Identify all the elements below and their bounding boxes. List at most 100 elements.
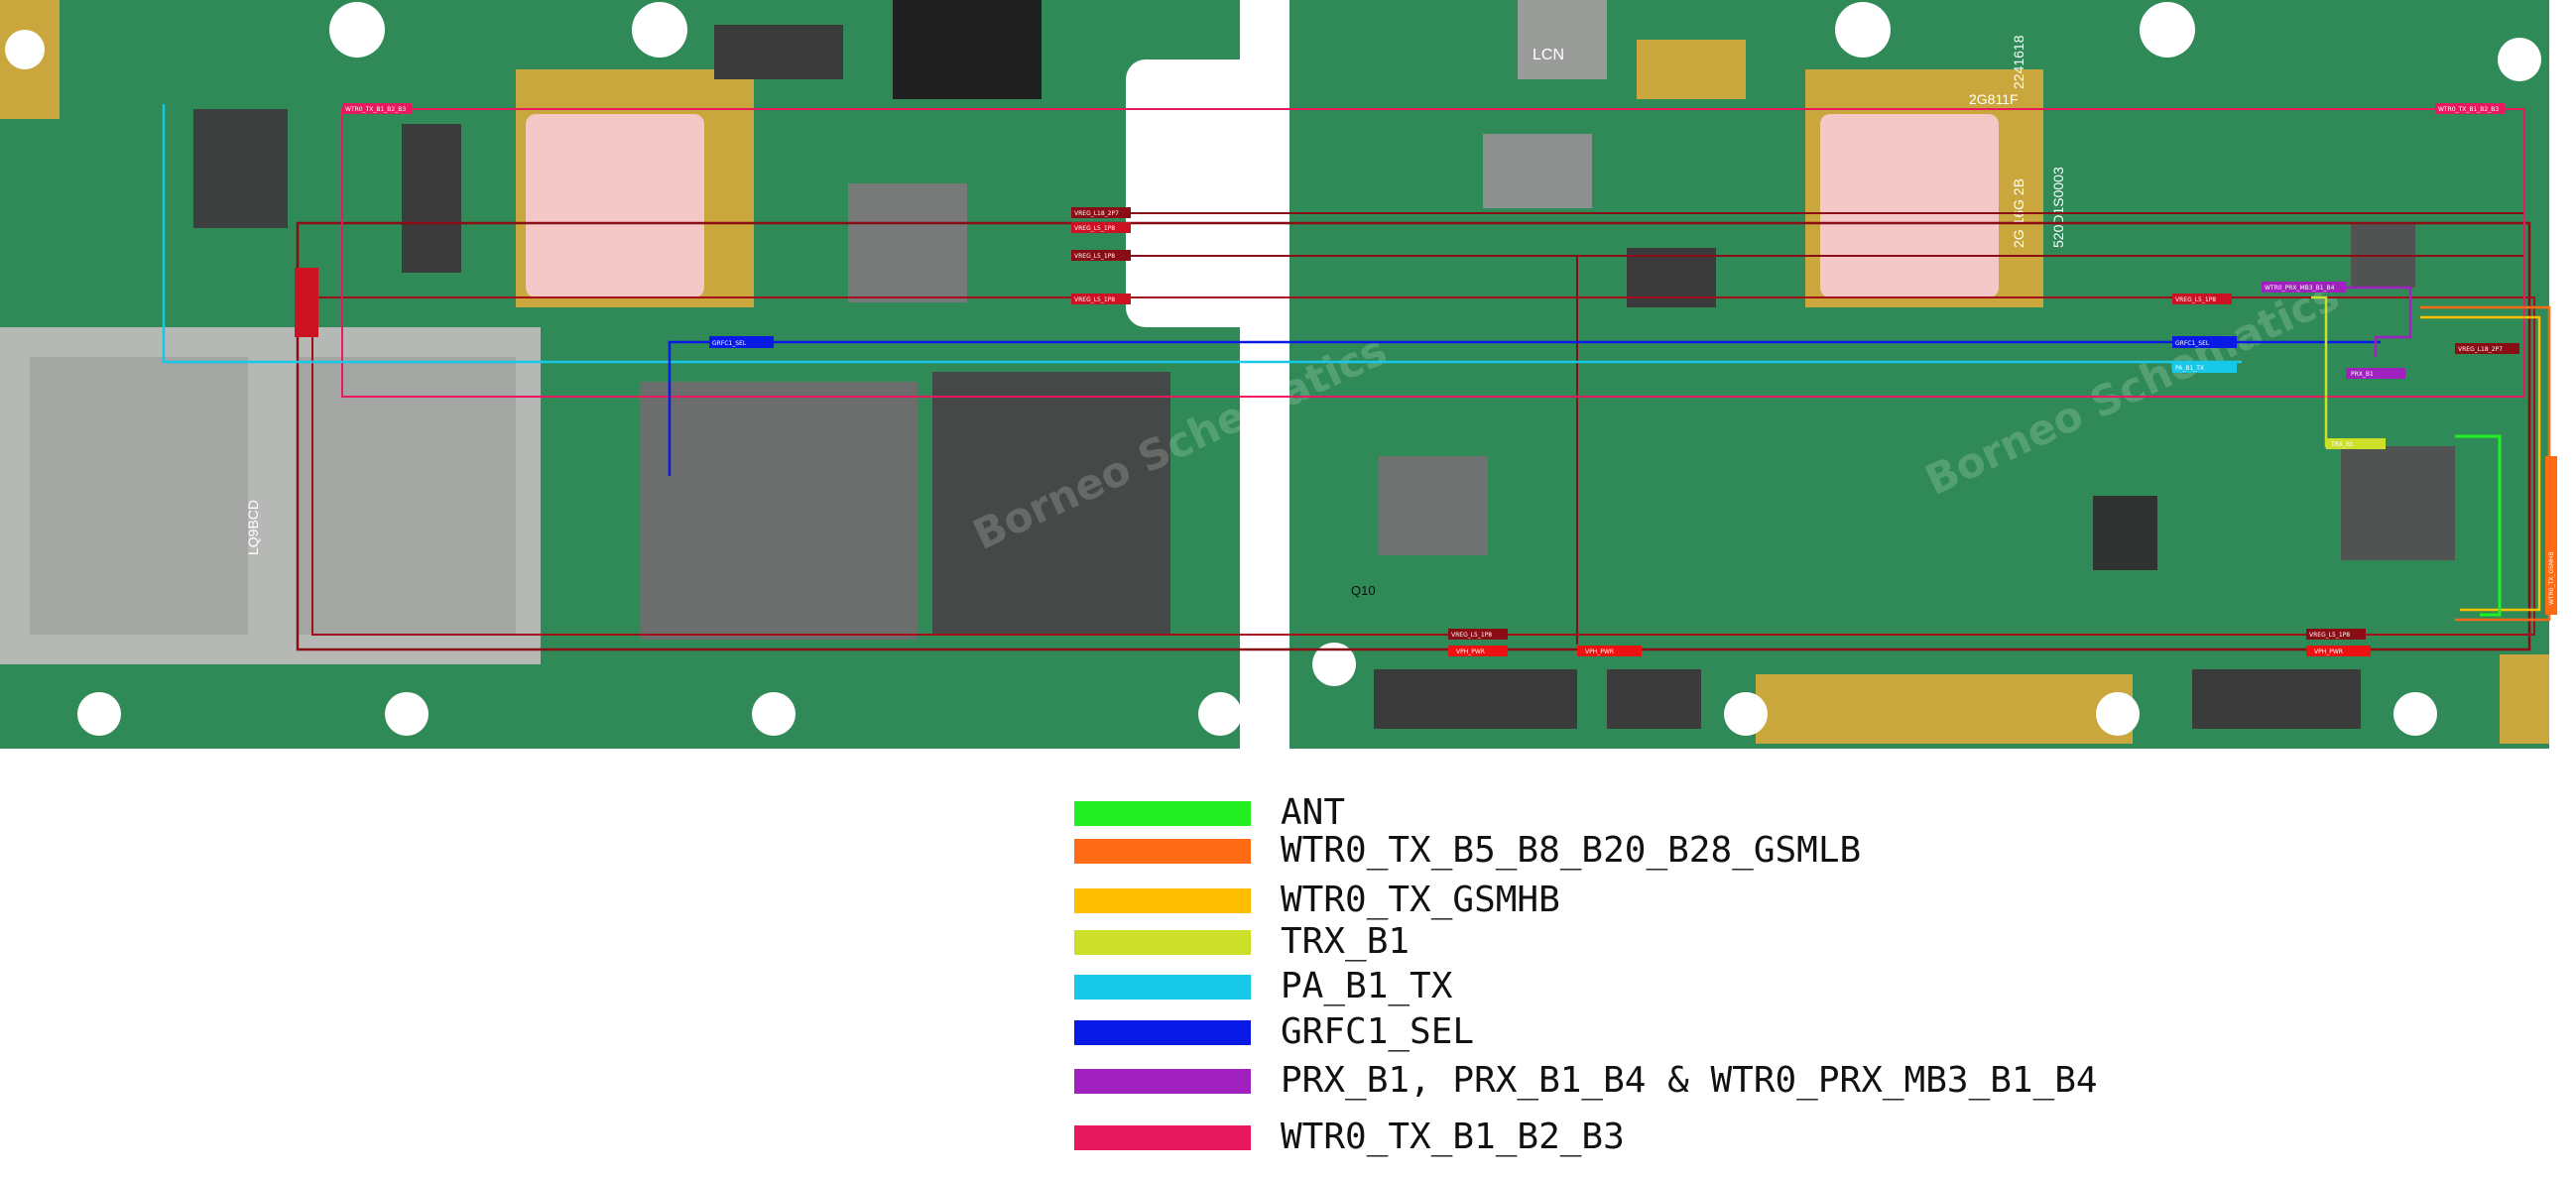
trace-vreg	[311, 296, 2535, 636]
ic-chip	[1483, 134, 1592, 208]
svg-text:VPH_PWR: VPH_PWR	[1456, 648, 1485, 655]
mounting-hole	[1198, 692, 1242, 736]
gold-pad	[2500, 654, 2549, 744]
net-tag: VPH_PWR	[2306, 646, 2371, 656]
ic-chip	[193, 109, 288, 228]
svg-text:WTR0_TX_B1_B2_B3: WTR0_TX_B1_B2_B3	[2438, 106, 2499, 113]
svg-text:TRX_B1: TRX_B1	[2330, 441, 2354, 448]
chip-marking: 2241618	[2011, 35, 2026, 89]
thermal-pad	[526, 114, 704, 297]
legend-label: WTR0_TX_B5_B8_B20_B28_GSMLB	[1281, 830, 1862, 871]
gold-pad	[1756, 674, 2133, 744]
net-tag	[295, 268, 318, 337]
net-tag: VREG_L5_1P8	[1071, 294, 1131, 304]
mounting-hole	[2096, 692, 2140, 736]
net-tag: GRFC1_SEL	[709, 336, 774, 348]
mounting-hole	[2498, 38, 2541, 81]
svg-text:VREG_L5_1P8: VREG_L5_1P8	[1074, 296, 1115, 303]
svg-text:PA_B1_TX: PA_B1_TX	[2175, 365, 2204, 372]
gold-pad	[1637, 40, 1746, 99]
svg-text:VPH_PWR: VPH_PWR	[1585, 648, 1614, 655]
net-tag: VREG_L5_1P8	[2306, 629, 2366, 640]
svg-text:VREG_L5_1P8: VREG_L5_1P8	[2175, 296, 2216, 303]
usb-port	[1518, 0, 1607, 79]
net-tag: VREG_L5_1P8	[2172, 294, 2232, 304]
board-connector	[1607, 669, 1701, 729]
ic-chip	[2093, 496, 2157, 570]
legend-swatch	[1074, 1125, 1251, 1150]
chip-marking: Q10	[1351, 583, 1376, 598]
trace-wtr0-tx-b1-b2-b3	[341, 108, 2525, 398]
net-tag: WTR0_TX_GSMHB	[2545, 456, 2557, 615]
sim-slot	[30, 357, 248, 635]
svg-text:WTR0_PRX_MB3_B1_B4: WTR0_PRX_MB3_B1_B4	[2265, 285, 2335, 292]
svg-text:GRFC1_SEL: GRFC1_SEL	[712, 340, 747, 347]
legend-swatch	[1074, 888, 1251, 913]
bga-chip	[640, 382, 918, 640]
net-tag: PA_B1_TX	[2172, 362, 2237, 373]
chip-marking: LCN	[1533, 47, 1564, 63]
svg-text:VREG_L5_1P8: VREG_L5_1P8	[1074, 225, 1115, 232]
board-connector	[714, 25, 843, 79]
legend-label: TRX_B1	[1281, 921, 1411, 962]
trace-ant	[2455, 434, 2502, 617]
svg-text:GRFC1_SEL: GRFC1_SEL	[2175, 340, 2210, 347]
net-tag: WTR0_TX_B1_B2_B3	[342, 103, 412, 114]
mounting-hole	[2140, 2, 2195, 58]
svg-text:VREG_L18_2P7: VREG_L18_2P7	[1074, 210, 1119, 217]
legend-label: GRFC1_SEL	[1281, 1011, 1475, 1052]
crystal	[893, 0, 1042, 99]
net-tag: VREG_L18_2P7	[1071, 207, 1131, 218]
net-tag: PRX_B1	[2346, 368, 2405, 379]
net-tag: GRFC1_SEL	[2172, 336, 2237, 348]
legend-swatch	[1074, 975, 1251, 1000]
svg-text:VREG_L5_1P8: VREG_L5_1P8	[1451, 632, 1492, 639]
mounting-hole	[385, 692, 429, 736]
legend-label: PRX_B1, PRX_B1_B4 & WTR0_PRX_MB3_B1_B4	[1281, 1060, 2098, 1101]
pcb-board-diagram: Borneo Schematics Borneo Schematics LCN …	[0, 0, 2557, 749]
mounting-hole	[1835, 2, 1891, 58]
legend-label: PA_B1_TX	[1281, 966, 1453, 1006]
chip-marking: LQ9BCD	[245, 500, 261, 555]
trace-vreg	[296, 221, 2531, 651]
legend-swatch	[1074, 801, 1251, 826]
svg-text:VREG_L5_1P8: VREG_L5_1P8	[2309, 632, 2350, 639]
legend-swatch	[1074, 839, 1251, 864]
svg-text:VPH_PWR: VPH_PWR	[2314, 648, 2343, 655]
mounting-hole	[329, 2, 385, 58]
mounting-hole	[5, 30, 45, 69]
legend-swatch	[1074, 1020, 1251, 1045]
sim-slot	[298, 357, 516, 635]
svg-text:PRX_B1: PRX_B1	[2351, 371, 2374, 378]
legend-label: WTR0_TX_GSMHB	[1281, 880, 1560, 920]
svg-text:WTR0_TX_GSMHB: WTR0_TX_GSMHB	[2548, 551, 2555, 605]
mounting-hole	[632, 2, 687, 58]
bga-chip	[2341, 446, 2455, 560]
svg-text:VREG_L5_1P8: VREG_L5_1P8	[1074, 253, 1115, 260]
net-tag: WTR0_PRX_MB3_B1_B4	[2262, 282, 2346, 293]
mounting-hole	[2393, 692, 2437, 736]
board-connector	[402, 124, 461, 273]
legend-label: WTR0_TX_B1_B2_B3	[1281, 1117, 1625, 1157]
trace-grfc1-sel	[668, 340, 2381, 476]
mounting-hole	[1724, 692, 1768, 736]
net-tag: TRX_B1	[2326, 438, 2386, 449]
net-tag: VREG_L5_1P8	[1448, 629, 1508, 640]
legend-swatch	[1074, 930, 1251, 955]
svg-text:WTR0_TX_B1_B2_B3: WTR0_TX_B1_B2_B3	[345, 106, 406, 113]
net-tag: VREG_L18_2P7	[2455, 343, 2519, 354]
bga-chip	[848, 183, 967, 302]
board-connector	[2192, 669, 2361, 729]
mounting-hole	[752, 692, 796, 736]
mounting-hole	[77, 692, 121, 736]
net-tag: VPH_PWR	[1577, 646, 1642, 656]
legend-label: ANT	[1281, 792, 1346, 833]
chip-marking: 520D1S0003	[2050, 167, 2066, 248]
trace-pa-b1-tx	[162, 104, 2242, 364]
net-tag: VREG_L5_1P8	[1071, 250, 1131, 261]
mounting-hole	[1312, 643, 1356, 686]
bga-chip	[1379, 456, 1488, 555]
trace-prx	[2281, 286, 2412, 357]
bga-chip	[932, 372, 1170, 635]
svg-text:VREG_L18_2P7: VREG_L18_2P7	[2458, 346, 2503, 353]
